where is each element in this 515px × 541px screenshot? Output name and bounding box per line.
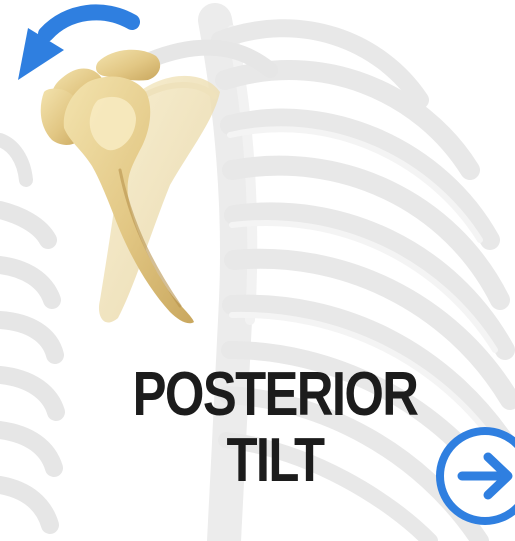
ribs-left — [0, 140, 56, 525]
next-button[interactable] — [432, 423, 515, 529]
arrow-right-circle-icon — [432, 423, 515, 529]
headline-line-1: POSTERIOR — [127, 362, 422, 428]
headline-line-2: TILT — [127, 428, 422, 494]
curved-arrow-counterclockwise-icon — [12, 4, 142, 88]
headline: POSTERIOR TILT — [127, 362, 422, 494]
